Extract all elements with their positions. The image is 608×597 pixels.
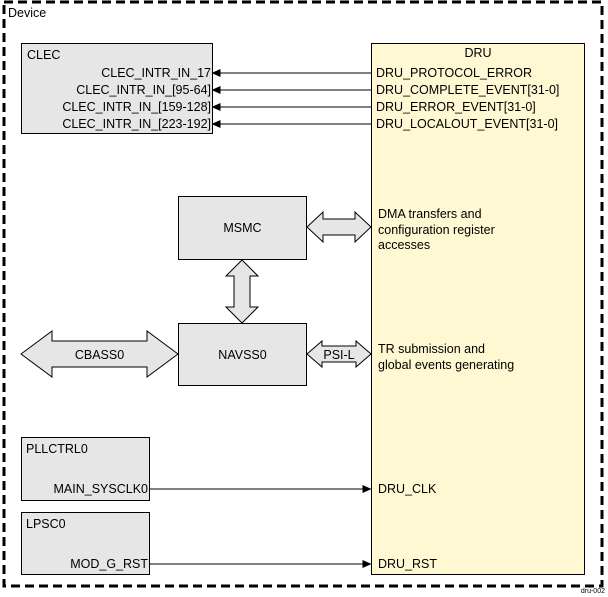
dru-dma-note-line3: accesses [378, 238, 431, 252]
dru-localout-event: DRU_LOCALOUT_EVENT[31-0] [376, 117, 559, 131]
lpsc-block [21, 512, 150, 575]
dru-complete-event: DRU_COMPLETE_EVENT[31-0] [376, 83, 560, 97]
lpsc-title: LPSC0 [26, 517, 66, 531]
clec-signal-223-192: CLEC_INTR_IN_[223-192] [62, 117, 211, 131]
clec-signal-17: CLEC_INTR_IN_17 [101, 66, 211, 80]
navss-label: NAVSS0 [218, 348, 267, 362]
pllctrl-block [21, 437, 150, 501]
dru-title: DRU [464, 46, 492, 60]
dru-error-event: DRU_ERROR_EVENT[31-0] [376, 100, 536, 114]
dru-tr-note-line2: global events generating [378, 358, 515, 372]
msmc-dru-arrow [306, 210, 372, 244]
cbass-label: CBASS0 [74, 348, 125, 362]
psil-label: PSI-L [323, 348, 355, 362]
msmc-navss-arrow [224, 259, 260, 324]
device-label: Device [6, 5, 49, 21]
clec-title: CLEC [27, 48, 61, 62]
clec-signal-159-128: CLEC_INTR_IN_[159-128] [62, 100, 211, 114]
figure-id: dru-002 [580, 588, 605, 595]
clec-signal-95-64: CLEC_INTR_IN_[95-64] [76, 83, 211, 97]
dru-tr-note-line1: TR submission and [378, 342, 485, 356]
dru-protocol-error: DRU_PROTOCOL_ERROR [376, 66, 533, 80]
navss-block [178, 323, 307, 386]
lpsc-signal: MOD_G_RST [70, 557, 148, 571]
dru-rst-label: DRU_RST [378, 557, 438, 571]
msmc-label: MSMC [223, 221, 262, 235]
clec-block [21, 43, 213, 134]
dru-dma-note-line2: configuration register [378, 223, 495, 237]
dru-clk-label: DRU_CLK [378, 482, 437, 496]
dru-block [371, 43, 585, 575]
msmc-block [178, 196, 307, 260]
pllctrl-signal: MAIN_SYSCLK0 [53, 482, 148, 496]
dru-dma-note-line1: DMA transfers and [378, 207, 482, 221]
pllctrl-title: PLLCTRL0 [26, 442, 88, 456]
device-boundary [2, 0, 604, 588]
